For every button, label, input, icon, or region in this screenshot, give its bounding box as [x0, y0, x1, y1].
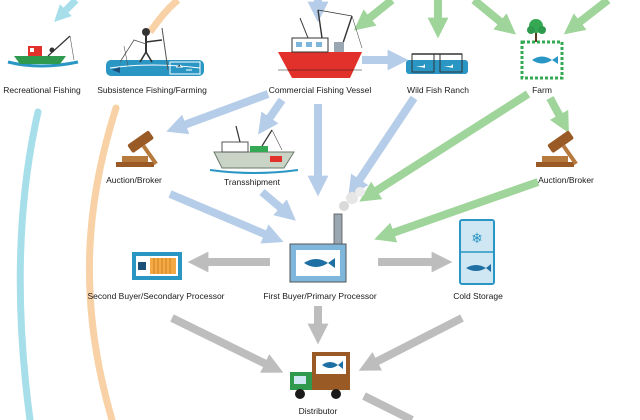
- green-arrows-top: [307, 0, 611, 39]
- node-auction-right: Auction/Broker: [536, 130, 594, 185]
- recreational-return-curve: [54, 0, 79, 22]
- node-auction-left: Auction/Broker: [106, 130, 162, 185]
- recreational-label: Recreational Fishing: [3, 85, 81, 95]
- background-flow-curves: [16, 0, 181, 420]
- subsistence-fisher-icon: [106, 27, 204, 76]
- processing-line-icon: [132, 252, 182, 280]
- node-commercial-vessel: Commercial Fishing Vessel: [269, 9, 372, 95]
- node-distributor: Distributor: [290, 352, 350, 416]
- delivery-truck-icon: [290, 352, 350, 399]
- node-subsistence-fishing: Subsistence Fishing/Farming: [97, 27, 207, 95]
- node-first-buyer: First Buyer/Primary Processor: [263, 187, 377, 301]
- arrow-cold-storage-to-distributor: [358, 314, 464, 371]
- node-second-buyer: Second Buyer/Secondary Processor: [87, 252, 225, 301]
- arrow-ranch-to-processor: [348, 95, 418, 197]
- green-arrows: [359, 90, 569, 243]
- arrow-distributor-onward: [362, 392, 414, 420]
- arrow-transship-to-processor: [259, 188, 296, 221]
- factory-icon: [289, 187, 365, 283]
- gray-arrows: [170, 251, 464, 420]
- arrow-auction-to-processor: [168, 190, 284, 244]
- arrow-second-buyer-to-distributor: [170, 314, 284, 373]
- arrow-green-top-4: [563, 0, 611, 35]
- auction-left-label: Auction/Broker: [106, 175, 162, 185]
- first-buyer-label: First Buyer/Primary Processor: [263, 291, 377, 301]
- node-farm: Farm: [520, 19, 564, 95]
- blue-arrows: [166, 49, 418, 244]
- arrow-auction-right-to-processor: [374, 178, 540, 243]
- svg-text:❄: ❄: [471, 231, 483, 247]
- node-recreational-fishing: Recreational Fishing: [3, 35, 81, 95]
- subsistence-top-curve: [147, 0, 181, 35]
- farm-label: Farm: [532, 85, 552, 95]
- subsistence-label: Subsistence Fishing/Farming: [97, 85, 207, 95]
- arrow-vessel-to-transship: [258, 97, 286, 135]
- arrow-farm-to-auction: [546, 96, 569, 134]
- gavel-icon: [536, 130, 578, 167]
- node-transshipment: Transshipment: [209, 125, 299, 187]
- commercial-label: Commercial Fishing Vessel: [269, 85, 372, 95]
- arrow-green-top-3: [471, 0, 517, 35]
- arrow-vessel-to-auction: [166, 90, 270, 135]
- recreational-boat-icon: [7, 35, 79, 68]
- wild-ranch-label: Wild Fish Ranch: [407, 85, 469, 95]
- commercial-vessel-icon: [278, 9, 363, 78]
- transshipment-vessel-icon: [209, 125, 299, 174]
- fish-pen-icon: [406, 53, 468, 74]
- node-wild-fish-ranch: Wild Fish Ranch: [406, 53, 469, 95]
- second-buyer-label: Second Buyer/Secondary Processor: [87, 291, 224, 301]
- freezer-icon: ❄: [459, 219, 495, 285]
- distributor-label: Distributor: [299, 406, 338, 416]
- cold-storage-label: Cold Storage: [453, 291, 503, 301]
- fish-farm-icon: [520, 19, 564, 80]
- node-cold-storage: ❄ Cold Storage: [453, 219, 503, 301]
- arrow-farm-to-processor: [359, 90, 531, 202]
- transshipment-label: Transshipment: [224, 177, 281, 187]
- recreational-flow-curve: [16, 108, 42, 420]
- subsistence-flow-curve: [85, 104, 120, 420]
- auction-right-label: Auction/Broker: [538, 175, 594, 185]
- gavel-icon: [116, 130, 158, 167]
- arrow-green-top-1: [353, 0, 395, 31]
